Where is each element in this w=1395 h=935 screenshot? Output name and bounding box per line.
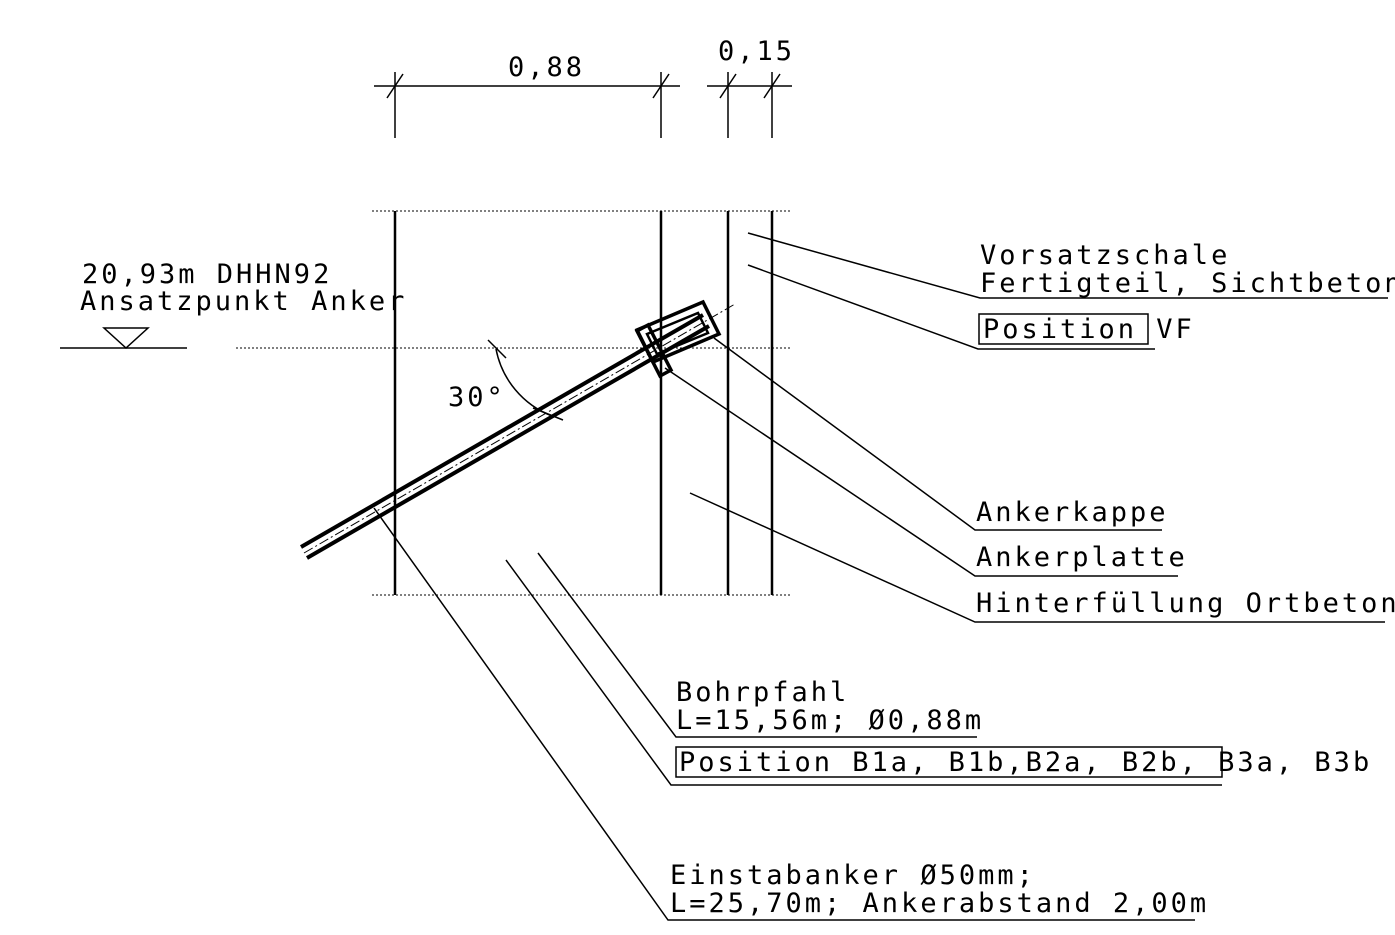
dimension-facing-width: 0,15	[718, 36, 795, 67]
label-position-b: Position B1a, B1b,B2a, B2b, B3a, B3b	[679, 747, 1372, 778]
anchor-axis	[303, 303, 736, 554]
angle-tick	[532, 407, 564, 421]
anchor-rod-lower-edge	[306, 324, 710, 560]
leader-bohrpfahl	[537, 552, 977, 738]
dimension-pile-width: 0,88	[508, 52, 585, 83]
label-einstabanker: Einstabanker Ø50mm;	[670, 860, 1036, 891]
leader-vorsatzschale	[747, 232, 1388, 299]
leader-einstabanker	[373, 507, 1195, 921]
anchor-rod-upper-edge	[300, 313, 704, 549]
angle-label: 30°	[448, 382, 506, 413]
dimension-tick	[386, 73, 404, 99]
label-ankerkappe: Ankerkappe	[976, 497, 1169, 528]
anchor-cap-inner	[645, 311, 710, 356]
dimension-tick	[763, 73, 781, 99]
labels: Vorsatzschale Fertigteil, Sichtbeton Pos…	[670, 240, 1395, 919]
position-b-box	[675, 746, 1223, 778]
label-fertigteil: Fertigteil, Sichtbeton	[980, 268, 1395, 299]
label-hinterfuellung: Hinterfüllung Ortbeton	[976, 588, 1395, 619]
leader-lines	[373, 232, 1388, 921]
leader-hinterfuellung	[689, 492, 1385, 623]
level-triangle-icon	[102, 327, 150, 350]
level-marker: 20,93m DHHN92 Ansatzpunkt Anker	[60, 259, 792, 350]
position-vf-box	[978, 313, 1149, 345]
level-description: Ansatzpunkt Anker	[80, 286, 407, 317]
leader-ankerplatte	[664, 367, 1178, 577]
label-bohrpfahl-spec: L=15,56m; Ø0,88m	[676, 705, 984, 736]
angle-tick	[487, 339, 507, 359]
leader-position-vf	[747, 264, 1155, 350]
label-einstabanker-spec: L=25,70m; Ankerabstand 2,00m	[670, 888, 1209, 919]
label-position-vf: Position VF	[983, 314, 1195, 345]
pile-and-facing	[393, 211, 774, 595]
label-bohrpfahl: Bohrpfahl	[676, 677, 849, 708]
label-ankerplatte: Ankerplatte	[976, 542, 1188, 573]
leader-ankerkappe	[713, 337, 1162, 531]
anchor-plate	[634, 322, 674, 379]
level-elevation: 20,93m DHHN92	[82, 259, 332, 290]
leader-position-b	[505, 559, 1222, 786]
angle-annotation: 30°	[448, 339, 564, 421]
dimension-tick	[719, 73, 737, 99]
dimension-tick	[652, 73, 670, 99]
label-vorsatzschale: Vorsatzschale	[980, 240, 1230, 271]
dimension-chain: 0,88 0,15	[374, 36, 795, 138]
anchor-rod	[300, 299, 736, 560]
